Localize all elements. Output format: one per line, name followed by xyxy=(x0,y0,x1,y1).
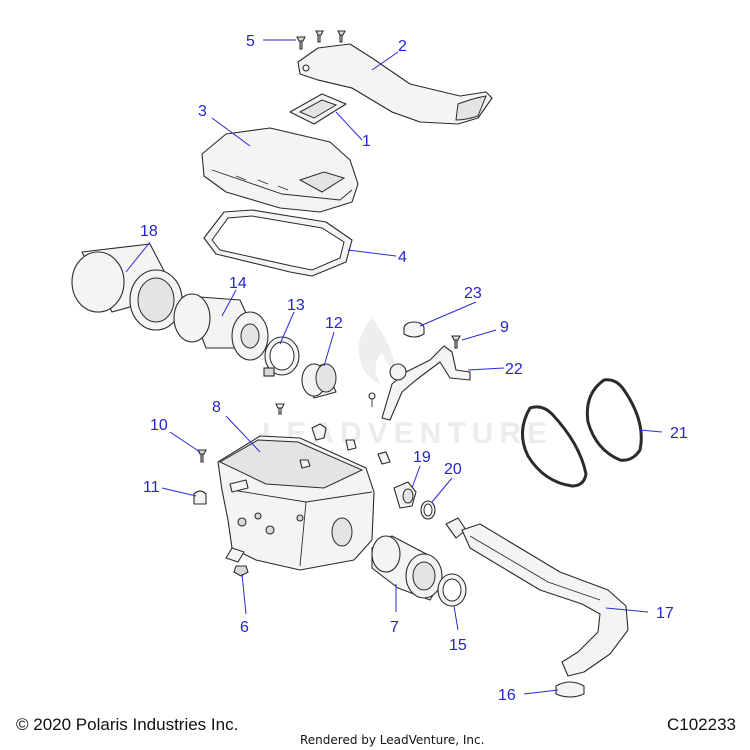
callout-19: 19 xyxy=(413,449,431,466)
callout-9: 9 xyxy=(500,319,509,336)
callout-13: 13 xyxy=(287,297,305,314)
callout-labels: 5 2 3 1 4 18 14 13 12 23 9 22 21 8 10 11… xyxy=(140,33,688,704)
part-17-hose xyxy=(445,517,629,677)
part-22-bracket xyxy=(368,345,471,421)
part-8-airbox-base xyxy=(217,435,375,571)
part-20-clamp xyxy=(420,500,436,520)
small-clips xyxy=(275,403,391,469)
drawing-id: C102233 xyxy=(666,715,736,734)
callout-17: 17 xyxy=(656,605,674,622)
callout-4: 4 xyxy=(398,249,407,266)
part-12-coupler xyxy=(301,363,337,399)
callout-18: 18 xyxy=(140,223,158,240)
part-3-airbox-cover xyxy=(201,127,359,213)
part-11-clip xyxy=(193,490,207,505)
callout-2: 2 xyxy=(398,38,407,55)
part-6-nut xyxy=(233,565,249,577)
callout-10: 10 xyxy=(150,417,168,434)
callout-22: 22 xyxy=(505,361,523,378)
part-16-clamp xyxy=(555,681,585,698)
callout-7: 7 xyxy=(390,619,399,636)
callout-14: 14 xyxy=(229,275,247,292)
copyright-text: © 2020 Polaris Industries Inc. xyxy=(16,715,239,734)
leader-lines xyxy=(125,39,663,695)
part-1-gasket xyxy=(289,93,347,125)
part-18-prefilter xyxy=(71,243,183,331)
part-5-screws xyxy=(296,30,346,50)
callout-20: 20 xyxy=(444,461,462,478)
callout-15: 15 xyxy=(449,637,467,654)
part-10-screw xyxy=(197,449,207,463)
callout-1: 1 xyxy=(362,133,371,150)
part-21-gaskets xyxy=(521,378,643,488)
callout-3: 3 xyxy=(198,103,207,120)
rendered-by-text: Rendered by LeadVenture, Inc. xyxy=(300,733,485,747)
callout-11: 11 xyxy=(143,479,160,496)
callout-23: 23 xyxy=(464,285,482,302)
part-2-intake-duct xyxy=(297,43,493,125)
callout-8: 8 xyxy=(212,399,221,416)
callout-21: 21 xyxy=(670,425,688,442)
callout-5: 5 xyxy=(246,33,255,50)
part-14-filter xyxy=(173,293,269,361)
part-4-seal xyxy=(203,209,353,277)
part-23-plug xyxy=(403,321,425,338)
part-9-screw xyxy=(451,335,461,349)
part-19-valve xyxy=(393,481,417,509)
callout-6: 6 xyxy=(240,619,249,636)
part-15-clamp xyxy=(437,573,467,607)
callout-16: 16 xyxy=(498,687,516,704)
part-7-intake-boot xyxy=(371,535,443,601)
part-13-clamp xyxy=(263,336,300,377)
callout-12: 12 xyxy=(325,315,343,332)
